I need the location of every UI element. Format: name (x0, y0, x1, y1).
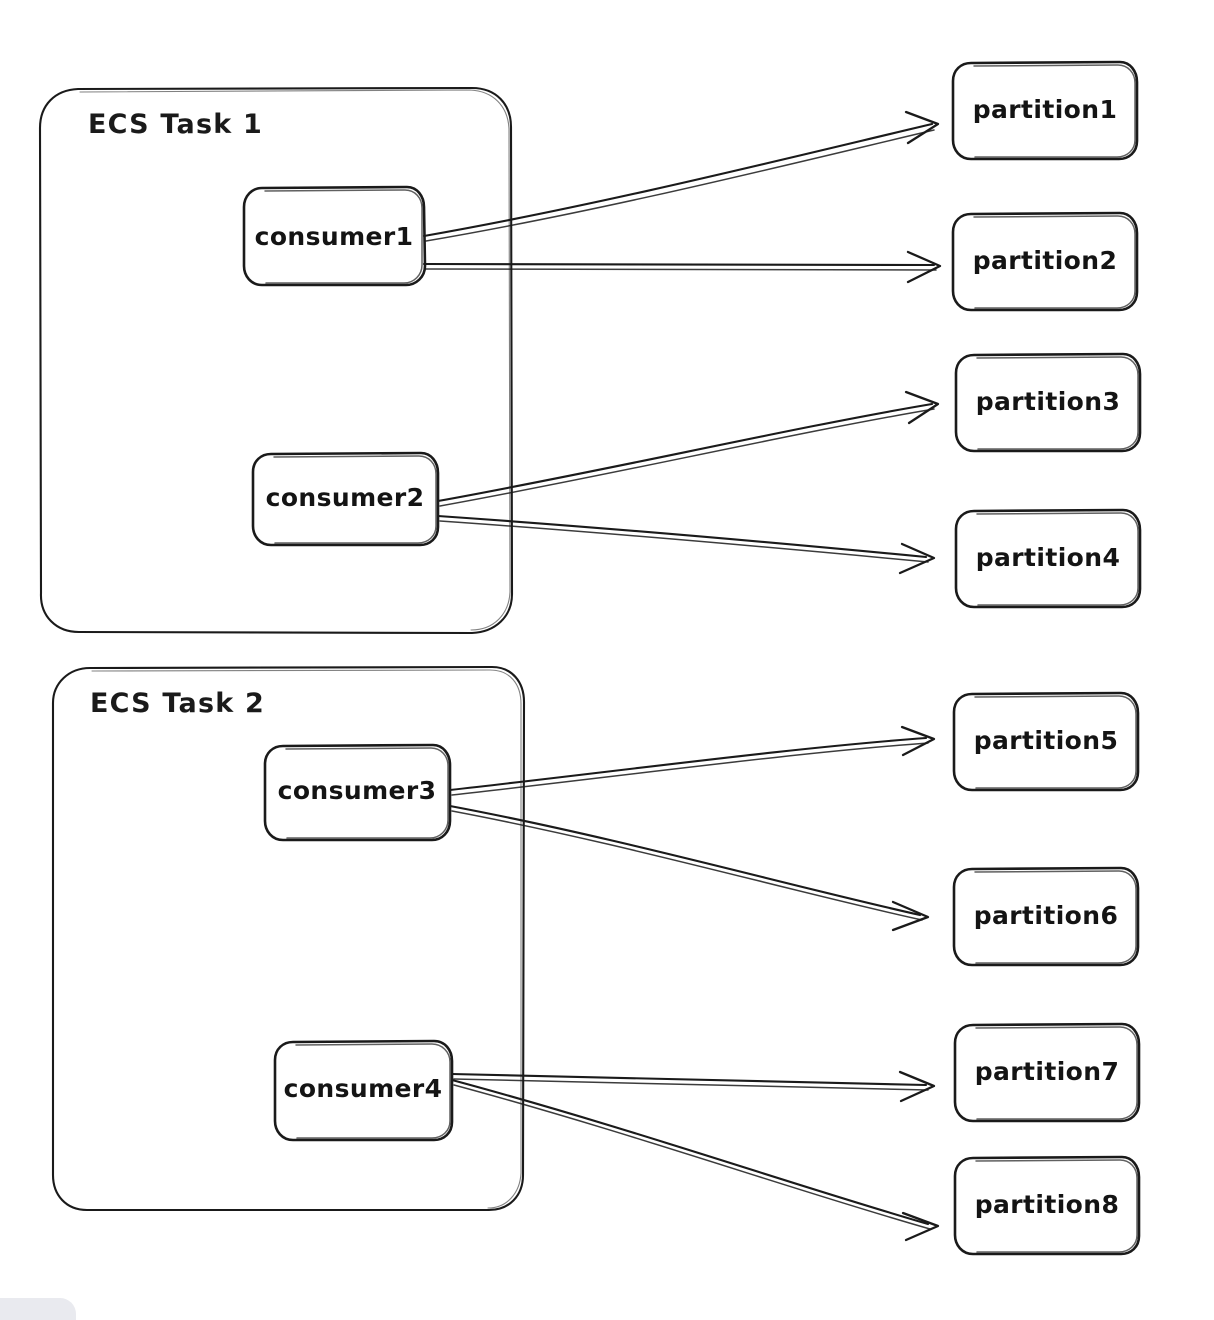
edge-consumer2-partition3 (436, 390, 940, 507)
partition2-label: partition2 (973, 246, 1118, 275)
partition6-label: partition6 (974, 901, 1119, 930)
node-consumer4[interactable]: consumer4 (273, 1039, 454, 1142)
ecs-task-2-border (51, 665, 526, 1212)
ecs-task-2-label: ECS Task 2 (90, 688, 265, 719)
node-partition7[interactable]: partition7 (953, 1022, 1141, 1123)
partition8-label: partition8 (975, 1190, 1120, 1219)
edge-consumer2-partition4 (436, 514, 936, 575)
ecs-task-1-label: ECS Task 1 (88, 109, 263, 140)
node-consumer2[interactable]: consumer2 (251, 451, 440, 547)
node-consumer1[interactable]: consumer1 (242, 185, 427, 287)
partition3-label: partition3 (976, 387, 1121, 416)
edge-consumer4-partition8 (450, 1078, 940, 1242)
bottom-left-corner-panel[interactable] (0, 1298, 76, 1320)
partition5-label: partition5 (974, 726, 1119, 755)
partition1-label: partition1 (973, 95, 1118, 124)
partition4-label: partition4 (976, 543, 1121, 572)
node-partition5[interactable]: partition5 (952, 691, 1140, 792)
group-ecs-task-2[interactable]: ECS Task 2 (51, 665, 526, 1212)
consumer-nodes-layer: consumer1 consumer2 consumer3 consumer4 (242, 185, 454, 1142)
edge-consumer1-partition2 (422, 250, 942, 284)
node-partition8[interactable]: partition8 (953, 1155, 1141, 1256)
consumer1-label: consumer1 (255, 222, 414, 251)
edge-consumer3-partition6 (448, 804, 930, 932)
group-ecs-task-1[interactable]: ECS Task 1 (38, 86, 514, 635)
consumer4-label: consumer4 (284, 1074, 443, 1103)
node-partition1[interactable]: partition1 (951, 60, 1139, 161)
ecs-task-1-border-second-pass (79, 89, 511, 631)
ecs-task-2-border-second-pass (91, 669, 522, 1209)
node-partition4[interactable]: partition4 (954, 508, 1142, 609)
edge-consumer3-partition5 (448, 725, 936, 796)
partition-nodes-layer: partition1 partition2 partition3 partiti… (951, 60, 1142, 1256)
node-partition2[interactable]: partition2 (951, 211, 1139, 312)
node-partition6[interactable]: partition6 (952, 866, 1140, 967)
edges-layer (422, 110, 942, 1242)
consumer3-label: consumer3 (278, 776, 437, 805)
consumer2-label: consumer2 (266, 483, 425, 512)
edge-consumer4-partition7 (450, 1070, 936, 1103)
ecs-task-1-border (38, 86, 514, 635)
partition7-label: partition7 (975, 1057, 1120, 1086)
node-partition3[interactable]: partition3 (954, 352, 1142, 453)
node-consumer3[interactable]: consumer3 (263, 743, 452, 842)
edge-consumer1-partition1 (422, 110, 940, 242)
